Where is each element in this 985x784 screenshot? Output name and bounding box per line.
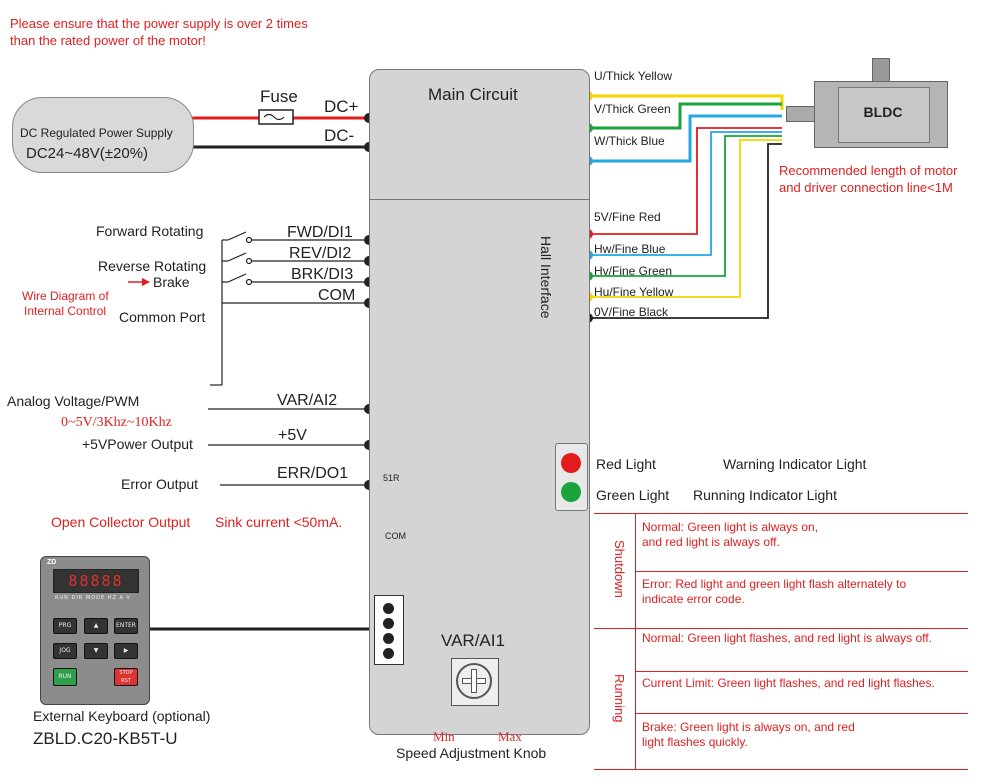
knob-label: Speed Adjustment Knob bbox=[396, 745, 547, 761]
keyboard-logo: ZD bbox=[47, 559, 57, 566]
table-bottom-line bbox=[594, 769, 968, 770]
hall-wires bbox=[588, 127, 782, 319]
control-wires bbox=[208, 231, 369, 486]
err-do1-label: ERR/DO1 bbox=[277, 465, 349, 482]
wire-v-label: V/Thick Green bbox=[594, 102, 671, 116]
shutdown-label: Shutdown bbox=[612, 540, 627, 598]
var-ai1-label: VAR/AI1 bbox=[441, 631, 505, 650]
keyboard-display: 88888 bbox=[53, 569, 139, 593]
analog-label: Analog Voltage/PWM bbox=[7, 393, 140, 409]
wire-diagram-line2: Internal Control bbox=[24, 304, 107, 318]
hall-hu-label: Hu/Fine Yellow bbox=[594, 285, 674, 299]
running-label: Running bbox=[612, 674, 627, 723]
down-button[interactable]: ▼ bbox=[84, 643, 108, 659]
table-top-line bbox=[594, 513, 968, 514]
warning-light-label: Warning Indicator Light bbox=[723, 456, 867, 472]
state-row: and red light is always off. bbox=[642, 535, 780, 549]
state-row: light flashes quickly. bbox=[642, 735, 748, 749]
state-row: Current Limit: Green light flashes, and … bbox=[642, 676, 935, 690]
com-terminal-label: COM bbox=[318, 287, 356, 304]
brk-terminal-label: BRK/DI3 bbox=[291, 266, 354, 283]
red-lamp bbox=[561, 453, 581, 473]
power-note-line2: than the rated power of the motor! bbox=[10, 33, 206, 48]
external-keyboard: ZD 88888 RUN DIR MODE HZ A V PRG ▲ ENTER… bbox=[40, 556, 150, 705]
error-output-label: Error Output bbox=[121, 476, 199, 492]
common-port-label: Common Port bbox=[119, 309, 206, 325]
bldc-motor-face bbox=[838, 87, 930, 143]
hall-5v-label: 5V/Fine Red bbox=[594, 210, 661, 224]
dc-plus-label: DC+ bbox=[324, 97, 359, 116]
hall-interface-label: Hall Interface bbox=[538, 236, 554, 319]
power-output-label: +5VPower Output bbox=[82, 436, 193, 452]
speed-knob[interactable] bbox=[451, 658, 499, 706]
bldc-label: BLDC bbox=[863, 104, 903, 120]
prg-button[interactable]: PRG bbox=[53, 618, 77, 634]
hall-hw-label: Hw/Fine Blue bbox=[594, 242, 666, 256]
green-light-label: Green Light bbox=[596, 487, 670, 503]
running-light-label: Running Indicator Light bbox=[693, 487, 837, 503]
run-button[interactable]: RUN bbox=[53, 668, 77, 686]
keyboard-model: ZBLD.C20-KB5T-U bbox=[33, 729, 178, 748]
state-row: Normal: Green light is always on, bbox=[642, 520, 819, 534]
knob-max-label: Max bbox=[498, 729, 522, 744]
motor-note-line2: and driver connection line<1M bbox=[779, 180, 953, 195]
state-row: indicate error code. bbox=[642, 592, 745, 606]
motor-rear-shaft bbox=[786, 106, 816, 122]
indicator-lamp-box bbox=[555, 443, 588, 511]
stop-reset-button[interactable]: STOP RST bbox=[114, 668, 138, 686]
motor-shaft bbox=[872, 58, 890, 83]
enter-button[interactable]: ENTER bbox=[114, 618, 138, 634]
knob-min-label: Min bbox=[433, 729, 455, 744]
wire-diagram-line1: Wire Diagram of bbox=[22, 289, 109, 303]
wire-w-label: W/Thick Blue bbox=[594, 134, 665, 148]
state-row: Error: Red light and green light flash a… bbox=[642, 577, 907, 591]
driver-housing bbox=[369, 69, 590, 735]
sink-current-label: Sink current <50mA. bbox=[215, 514, 343, 530]
red-light-label: Red Light bbox=[596, 456, 656, 472]
psu-title: DC Regulated Power Supply bbox=[20, 126, 173, 140]
plus5v-label: +5V bbox=[278, 427, 307, 444]
motor-note-line1: Recommended length of motor bbox=[779, 163, 958, 178]
brake-label: Brake bbox=[153, 274, 190, 290]
keyboard-label: External Keyboard (optional) bbox=[33, 708, 211, 724]
var-ai2-label: VAR/AI2 bbox=[277, 392, 338, 409]
green-lamp bbox=[561, 482, 581, 502]
state-row: Normal: Green light flashes, and red lig… bbox=[642, 631, 932, 645]
power-supply-box: DC Regulated Power Supply DC24~48V(±20%) bbox=[12, 97, 194, 173]
wire-u-label: U/Thick Yellow bbox=[594, 69, 673, 83]
power-note-line1: Please ensure that the power supply is o… bbox=[10, 16, 308, 31]
resistor-label: 51R bbox=[383, 473, 400, 483]
main-circuit-label: Main Circuit bbox=[428, 85, 518, 104]
hall-0v-label: 0V/Fine Black bbox=[594, 305, 669, 319]
keyboard-connector bbox=[374, 595, 404, 665]
analog-range: 0~5V/3Khz~10Khz bbox=[61, 415, 172, 430]
fuse-label: Fuse bbox=[260, 87, 298, 106]
driver-divider bbox=[369, 199, 590, 200]
keyboard-led-labels: RUN DIR MODE HZ A V bbox=[55, 595, 131, 601]
up-button[interactable]: ▲ bbox=[84, 618, 108, 634]
transistor-com-label: COM bbox=[385, 531, 406, 541]
rev-terminal-label: REV/DI2 bbox=[289, 245, 352, 262]
motor-phase-wires bbox=[588, 94, 784, 163]
dc-minus-label: DC- bbox=[324, 126, 355, 145]
jog-button[interactable]: JOG bbox=[53, 643, 77, 659]
open-collector-label: Open Collector Output bbox=[51, 514, 191, 530]
right-button[interactable]: ▶ bbox=[114, 643, 138, 659]
hall-hv-label: Hv/Fine Green bbox=[594, 264, 673, 278]
fwd-terminal-label: FWD/DI1 bbox=[287, 224, 353, 241]
fuse-symbol bbox=[258, 109, 294, 125]
forward-rotating-label: Forward Rotating bbox=[96, 223, 204, 239]
reverse-rotating-label: Reverse Rotating bbox=[98, 258, 207, 274]
psu-voltage: DC24~48V(±20%) bbox=[26, 145, 149, 162]
state-row: Brake: Green light is always on, and red bbox=[642, 720, 855, 734]
